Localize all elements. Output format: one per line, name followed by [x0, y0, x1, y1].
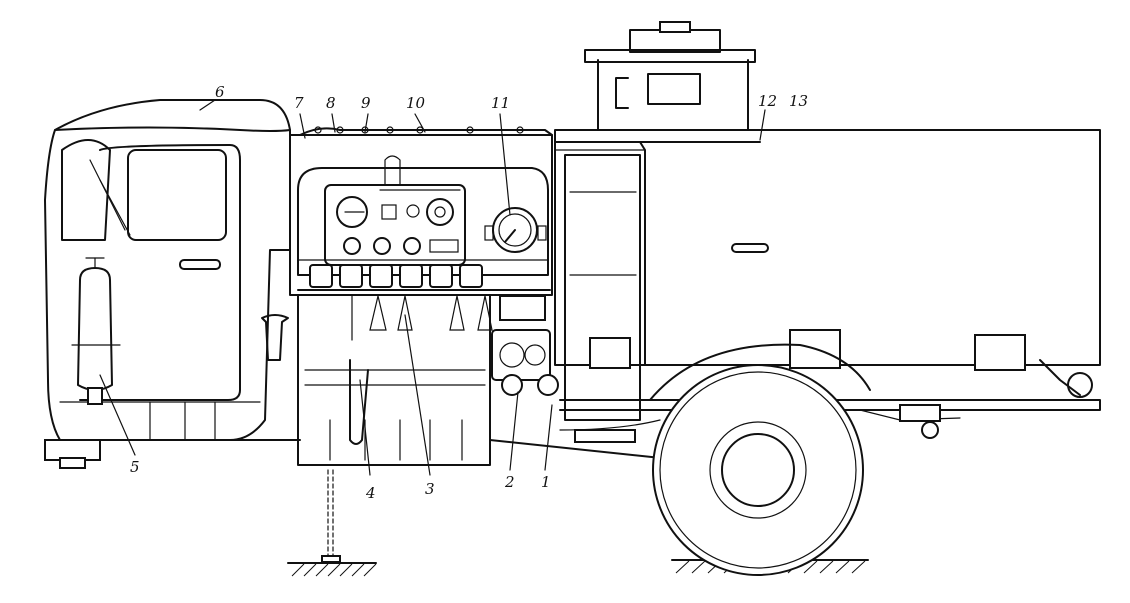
- tank-dome: [584, 21, 756, 131]
- callout-6: 6: [215, 83, 225, 101]
- pump-compartment: [289, 126, 553, 341]
- callout-3: 3: [425, 480, 435, 498]
- callout-9: 9: [361, 94, 371, 112]
- callout-5: 5: [130, 458, 140, 476]
- storage-box: [297, 294, 491, 466]
- fire-extinguisher: [71, 257, 121, 405]
- rear-wheel: [649, 343, 871, 576]
- leader-lines: [99, 99, 766, 476]
- callout-2: 2: [504, 473, 515, 491]
- callout-labels: 1 2 3 4 5 6 7 8 9 10 11 12 13: [130, 83, 808, 502]
- callout-12: 12: [758, 92, 777, 110]
- cab: [44, 99, 291, 469]
- rivets: [314, 126, 524, 134]
- callout-1: 1: [541, 473, 551, 491]
- hose-nozzles: [351, 295, 493, 341]
- callout-11: 11: [491, 94, 510, 112]
- callout-4: 4: [365, 484, 376, 502]
- callout-7: 7: [294, 94, 304, 112]
- pump-assembly: [491, 295, 559, 396]
- callout-13: 13: [789, 92, 808, 110]
- support-leg: [321, 469, 341, 563]
- valve-row: [309, 264, 483, 288]
- chassis-frame: [59, 359, 1101, 461]
- callout-8: 8: [326, 94, 336, 112]
- callout-10: 10: [406, 94, 426, 112]
- tank: [554, 129, 1101, 421]
